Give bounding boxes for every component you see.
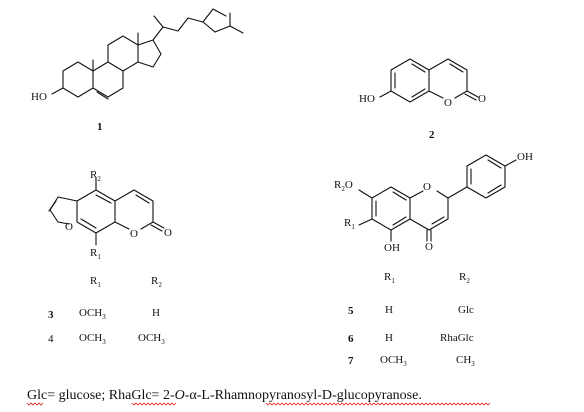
benzene-double-2c [411, 88, 426, 98]
pyranone-ring-3-o [114, 221, 130, 230]
ring-oxygen-3: O [130, 228, 138, 240]
b-ring-double-b [487, 159, 502, 169]
compound-number-7: 7 [348, 355, 354, 367]
r2o-bond [358, 189, 373, 199]
substituent-table-right: R1 R2 5 H Glc 6 H RhaGlc 7 OCH3 CH3 [348, 271, 475, 368]
r1-bond-flavone [358, 218, 373, 226]
benzene-double-3b [80, 218, 97, 229]
table-row: OCH3 [79, 332, 106, 346]
table-row: Glc [458, 304, 474, 316]
table-right-header-r2: R2 [459, 271, 470, 285]
benzene-double-3a [95, 194, 112, 204]
compound-1-structure: HO 1 [31, 8, 244, 133]
carbonyl-oxygen-flavone: O [425, 241, 433, 253]
carbonyl-3b [150, 224, 163, 232]
pyranone-double-2 [449, 63, 464, 73]
r2o-label: R2O [334, 179, 353, 193]
c7-o-bond-2 [379, 90, 392, 98]
a-ring-double-b [392, 191, 407, 201]
table-row: OCH3 [138, 332, 165, 346]
pyranone-ring-2-o [428, 90, 444, 99]
compound-number-3: 3 [48, 309, 54, 321]
r1-label-flavone: R1 [344, 217, 355, 231]
table-right-header-r1: R1 [384, 271, 395, 285]
hydroxyl-label-c5: OH [384, 242, 400, 254]
a-ring [371, 186, 411, 231]
isopropyl [214, 25, 244, 34]
c-ring-double [431, 216, 445, 225]
flavone-structure: O O OH R2O R1 OH [334, 151, 533, 254]
table-row: CH3 [456, 354, 475, 368]
carbonyl-2a [466, 90, 479, 98]
table-row: H [385, 304, 393, 316]
furocoumarin-structure: O O O R2 R1 [48, 169, 172, 261]
c24-ethyl-b [202, 21, 216, 33]
compound-2-structure: O O HO 2 [359, 58, 486, 141]
furan-oxygen: O [65, 221, 73, 233]
a-ring-double-c [392, 216, 407, 226]
ring-b-double-bond [96, 91, 109, 100]
side-chain [152, 8, 214, 41]
compound-number-6: 6 [348, 333, 354, 345]
c-ring-o-bond-a [409, 190, 424, 199]
ring-c [107, 35, 139, 72]
ring-d [137, 39, 162, 68]
table-row: OCH3 [380, 354, 407, 368]
carbonyl-oxygen-2: O [478, 93, 486, 105]
b-ring-double-c [487, 184, 502, 194]
r1-label-3: R1 [90, 247, 101, 261]
substituent-table-left: R1 R2 3 OCH3 H 4 OCH3 OCH3 [48, 275, 165, 346]
spellcheck-underline-glc [26, 402, 44, 406]
furan-double [48, 200, 57, 212]
ring-a [62, 61, 94, 98]
c-ring [409, 190, 449, 231]
table-row: H [152, 307, 160, 319]
ring-oxygen-2: O [444, 97, 452, 109]
table-row: RhaGlc [440, 332, 474, 344]
table-left-header-r2: R2 [151, 275, 162, 289]
hydroxyl-label-b-ring: OH [517, 151, 533, 163]
c2-b-ring-bond [447, 186, 468, 199]
table-left-header-r1: R1 [90, 275, 101, 289]
carbonyl-oxygen-3: O [164, 227, 172, 239]
b-ring [466, 154, 506, 199]
furan-ring [49, 196, 78, 225]
hydroxyl-label-2: HO [359, 93, 375, 105]
spellcheck-underline-rhaglc [131, 402, 177, 406]
compound-number-1: 1 [97, 121, 103, 133]
ring-b [92, 61, 124, 98]
abbreviation-caption: Glc= glucose; RhaGlc= 2-O-α-L-Rhamnopyra… [27, 388, 422, 403]
r2-label-3: R2 [90, 169, 101, 183]
c24-ethyl-a [212, 8, 227, 17]
c21-methyl [153, 15, 164, 28]
hydroxyl-label-1: HO [31, 91, 47, 103]
table-row: H [385, 332, 393, 344]
compound-number-2: 2 [429, 129, 435, 141]
carbonyl-3a [152, 221, 165, 229]
pyran-oxygen-flavone: O [423, 181, 431, 193]
table-row: OCH3 [79, 307, 106, 321]
compound-number-5: 5 [348, 305, 354, 317]
pyranone-double-3 [135, 194, 150, 204]
pyranone-ring-3 [114, 189, 154, 230]
benzene-ring-3 [76, 189, 116, 234]
c3-o-bond [51, 87, 64, 95]
pyranone-ring-2 [428, 58, 468, 99]
compound-number-4: 4 [48, 333, 54, 345]
benzene-ring-2 [390, 58, 430, 103]
b-ring-oh-bond [504, 159, 517, 167]
carbonyl-2b [464, 93, 477, 101]
spellcheck-underline-rhamnopyranosyl [265, 402, 491, 406]
benzene-double-2b [411, 63, 426, 73]
